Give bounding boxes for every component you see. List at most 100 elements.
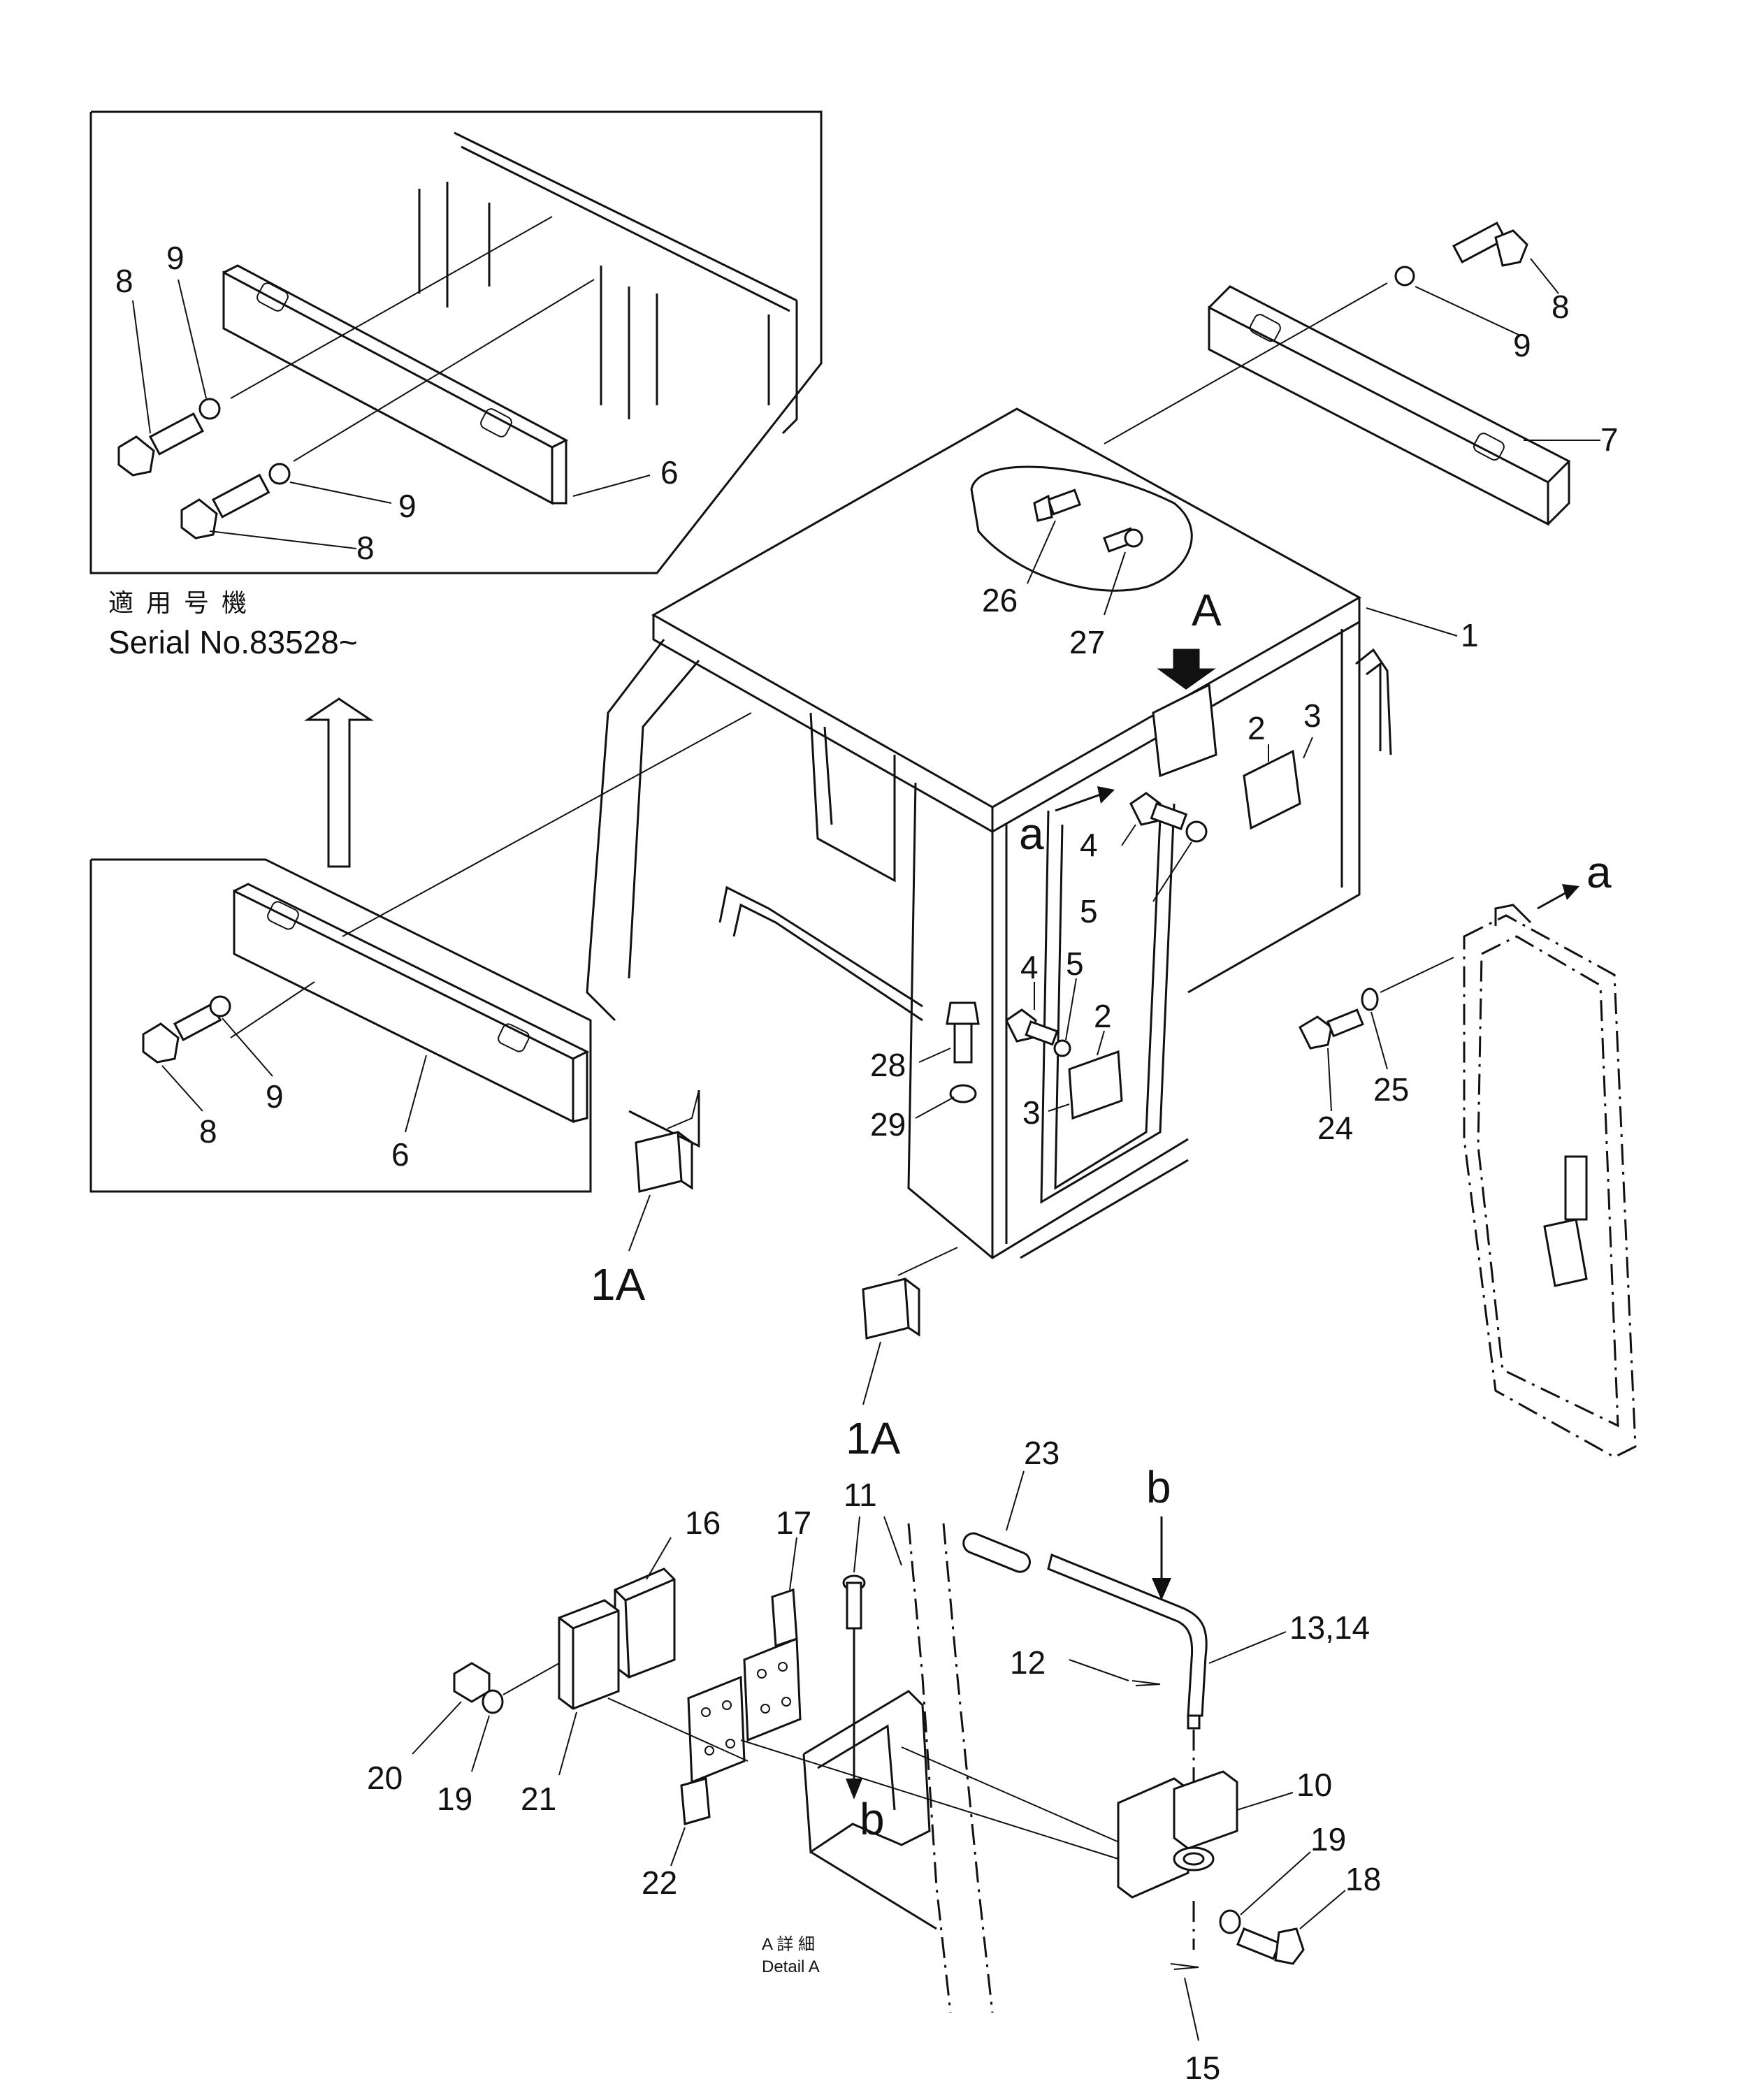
- beam-assembly-line-lower: [342, 712, 752, 937]
- view-A-arrow: [1157, 649, 1216, 690]
- inset-label-9-top: 9: [166, 240, 185, 276]
- label-8-right: 8: [1552, 289, 1570, 325]
- lower-label-9: 9: [266, 1078, 284, 1115]
- label-26: 26: [982, 582, 1018, 618]
- pin-23: [962, 1532, 1031, 1573]
- label-21: 21: [521, 1781, 556, 1817]
- hinge-plate-22: [680, 1675, 746, 1825]
- washer-19-right: [1219, 1909, 1241, 1934]
- label-16: 16: [685, 1505, 721, 1541]
- label-3-upper: 3: [1303, 697, 1322, 734]
- label-5-upper: 5: [1080, 893, 1098, 929]
- bolt-18: [1236, 1927, 1305, 1965]
- beam-7-assembly-line: [1104, 282, 1388, 444]
- label-20: 20: [367, 1760, 403, 1796]
- label-28: 28: [870, 1047, 906, 1083]
- view-A-letter: A: [1192, 585, 1222, 635]
- block-21: [558, 1599, 620, 1710]
- inset-serial-variant: 8 9 9 8 6: [89, 110, 823, 574]
- cover-1A-left: [635, 1131, 693, 1193]
- view-b-letter-detail: b: [860, 1794, 885, 1844]
- applicable-serial-number: Serial No.83528~: [108, 624, 358, 660]
- label-1: 1: [1461, 617, 1479, 653]
- inset-label-8-top: 8: [115, 263, 133, 299]
- inset-label-8-bottom: 8: [356, 530, 375, 566]
- washer-9-right: [1394, 266, 1415, 287]
- label-1A-bottom: 1A: [846, 1413, 901, 1463]
- washer-29: [949, 1084, 977, 1103]
- lower-washer-9: [209, 995, 231, 1018]
- hinge-plate-17: [743, 1588, 802, 1742]
- label-10: 10: [1296, 1767, 1332, 1803]
- block-16: [614, 1567, 676, 1679]
- label-2-lower: 2: [1094, 998, 1112, 1034]
- label-23: 23: [1024, 1435, 1060, 1471]
- washer-25: [1361, 987, 1379, 1011]
- label-4-upper: 4: [1080, 827, 1098, 863]
- inset-bolt-8-top: [117, 412, 204, 477]
- inset-label-9-bottom: 9: [398, 488, 417, 524]
- lower-label-6: 6: [391, 1136, 410, 1173]
- label-22: 22: [642, 1864, 677, 1901]
- inset-cab-frame: [418, 131, 798, 435]
- latch-10: [1117, 1770, 1238, 1899]
- label-19-left: 19: [437, 1781, 472, 1817]
- bolt-4-upper: [1129, 792, 1188, 830]
- label-1A-left: 1A: [591, 1259, 646, 1310]
- lower-bolt-8: [142, 1002, 222, 1064]
- label-29: 29: [870, 1106, 906, 1143]
- detail-a-title-jp: A 詳 細: [762, 1935, 815, 1954]
- label-5-lower: 5: [1066, 946, 1084, 982]
- label-24: 24: [1317, 1110, 1353, 1146]
- inset-washer-9-bottom: [268, 463, 291, 485]
- label-9-right: 9: [1513, 327, 1531, 363]
- washer-5-upper: [1185, 820, 1208, 843]
- bolt-8-right: [1452, 222, 1528, 267]
- view-a-letter-door: a: [1586, 847, 1612, 897]
- label-3-lower: 3: [1022, 1094, 1041, 1131]
- cab-plate-2-3-lower: [1068, 1050, 1123, 1120]
- label-15: 15: [1185, 2050, 1220, 2086]
- lever-13-14: [1047, 1553, 1208, 1730]
- label-4-lower: 4: [1020, 949, 1039, 985]
- inset-bolt-8-bottom: [180, 473, 270, 540]
- label-12: 12: [1010, 1644, 1046, 1681]
- beam-7: [1208, 285, 1571, 526]
- label-7: 7: [1600, 421, 1619, 458]
- cab-door: [1463, 904, 1637, 1458]
- cotter-pin-15: [1170, 1963, 1199, 1970]
- label-13-14: 13,14: [1289, 1609, 1370, 1646]
- view-a-letter-main: a: [1019, 809, 1044, 859]
- bolt-4-lower: [1005, 1008, 1059, 1046]
- inset-standard-beam: 8 9 6: [89, 858, 592, 1193]
- inset-label-6: 6: [660, 454, 679, 491]
- label-11: 11: [844, 1477, 877, 1513]
- roof-bolt-27: [1103, 527, 1143, 553]
- roof-cutout: [970, 465, 1193, 592]
- detail-pillar: [802, 1523, 994, 2013]
- bolt-24: [1299, 1008, 1364, 1050]
- cotter-pin-12: [1131, 1680, 1161, 1686]
- label-27: 27: [1069, 624, 1105, 660]
- applicable-serial-jp: 適用号機: [108, 589, 259, 618]
- detail-a-title-en: Detail A: [762, 1957, 820, 1976]
- label-18: 18: [1345, 1861, 1381, 1897]
- lower-label-8: 8: [199, 1113, 217, 1150]
- inset-washer-9-top: [198, 398, 221, 420]
- label-19-right: 19: [1310, 1821, 1346, 1858]
- label-2-upper: 2: [1248, 710, 1266, 746]
- cover-1A-bottom: [862, 1277, 920, 1340]
- roof-bolt-26: [1033, 488, 1082, 522]
- cab-plate-2-3-upper: [1243, 749, 1301, 830]
- label-25: 25: [1373, 1071, 1409, 1108]
- pin-11: [842, 1574, 866, 1630]
- washer-5-lower: [1053, 1039, 1071, 1057]
- cab-main: [586, 407, 1392, 1259]
- label-17: 17: [776, 1505, 811, 1541]
- washer-19-left: [482, 1689, 504, 1714]
- up-arrow: [304, 697, 374, 868]
- view-b-letter-top: b: [1146, 1462, 1171, 1512]
- bolt-28: [946, 1001, 980, 1064]
- lower-beam-6: [233, 883, 590, 1124]
